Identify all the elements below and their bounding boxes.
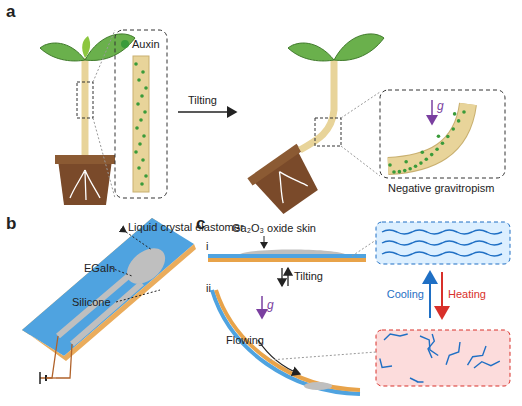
part-label: Silicone bbox=[72, 296, 111, 309]
panel-letter: b bbox=[6, 214, 16, 234]
flat-strip bbox=[208, 222, 510, 264]
auxin-zoom-upright bbox=[93, 30, 167, 198]
curved-strip bbox=[212, 268, 510, 394]
sub-panel-label: i bbox=[206, 240, 208, 253]
action-label: Tilting bbox=[188, 94, 217, 107]
plant-upright bbox=[40, 34, 135, 205]
legend-swatch bbox=[121, 40, 129, 48]
device-strip bbox=[22, 218, 196, 384]
process-label: Cooling bbox=[387, 288, 424, 301]
panel-letter: c bbox=[196, 214, 205, 234]
process-label: Heating bbox=[448, 288, 486, 301]
panel-letter: a bbox=[6, 2, 15, 22]
part-label: Liquid crystal elastomer bbox=[128, 221, 244, 234]
plant-tilted bbox=[247, 34, 384, 219]
sub-panel-label: ii bbox=[206, 282, 211, 295]
auxin-zoom-tilted bbox=[380, 90, 505, 178]
legend-item: Auxin bbox=[121, 38, 160, 50]
part-label: EGaIn bbox=[84, 262, 115, 275]
legend-text: Auxin bbox=[132, 38, 160, 50]
action-label: Tilting bbox=[294, 270, 323, 283]
action-label: Flowing bbox=[226, 334, 264, 347]
gravity-symbol: g bbox=[267, 299, 274, 313]
gravity-symbol: g bbox=[437, 100, 444, 114]
part-label: Ga₂O₃ oxide skin bbox=[232, 222, 316, 235]
caption-label: Negative gravitropism bbox=[388, 182, 494, 195]
